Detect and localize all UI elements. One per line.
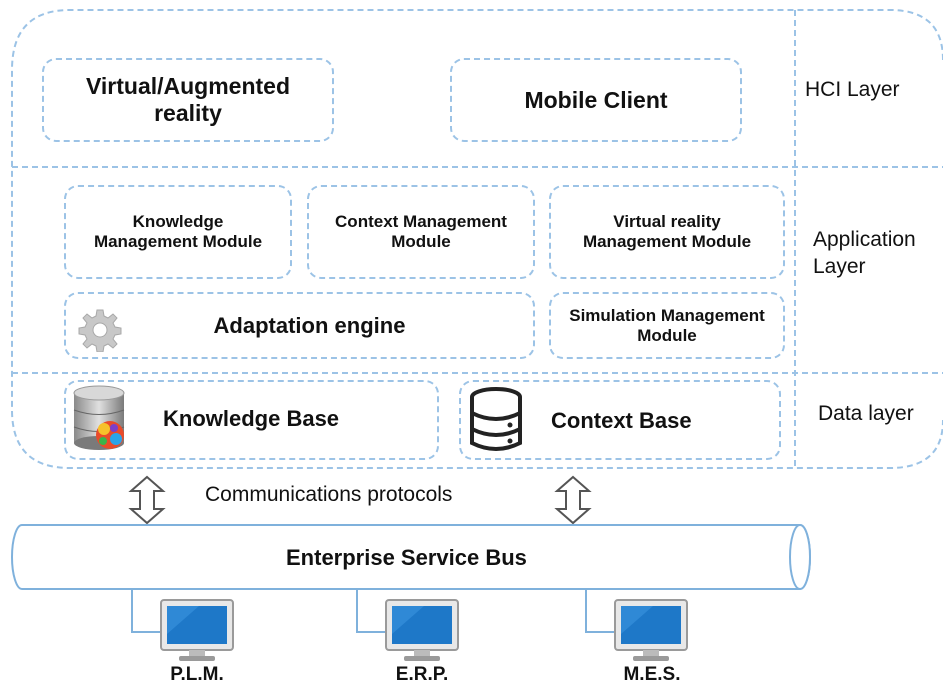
communications-protocols-label: Communications protocols [205, 483, 453, 506]
database-icon [470, 387, 522, 451]
gear-icon [78, 309, 122, 352]
adaptation-engine-box: Adaptation engine [64, 292, 535, 359]
adaptation-engine-label: Adaptation engine [213, 312, 406, 338]
bus-connectors [131, 590, 614, 633]
context-base-label: Context Base [551, 408, 692, 433]
virtual-reality-management-module: Virtual reality Management Module [549, 185, 785, 279]
computer-monitor-icon [614, 599, 688, 661]
knowledge-base-box [64, 380, 439, 460]
mes-label: M.E.S. [623, 664, 681, 685]
simulation-management-module: Simulation Management Module [549, 292, 785, 359]
data-layer-label: Data layer [818, 402, 914, 425]
context-management-module: Context Management Module [307, 185, 535, 279]
knowledge-management-module: Knowledge Management Module [64, 185, 292, 279]
knowledge-base-label: Knowledge Base [163, 406, 340, 431]
application-layer-label: Application Layer [813, 228, 916, 279]
hci-layer-label: HCI Layer [805, 78, 900, 101]
mobile-client-box: Mobile Client [450, 58, 742, 142]
context-base-box [459, 380, 781, 460]
double-arrow-icon [554, 475, 592, 525]
double-arrow-icon [128, 475, 166, 525]
virtual-augmented-reality-box: Virtual/Augmented reality [42, 58, 334, 142]
erp-label: E.R.P. [395, 664, 449, 685]
computer-monitor-icon [385, 599, 459, 661]
enterprise-service-bus-pipe [11, 524, 811, 590]
computer-monitor-icon [160, 599, 234, 661]
plm-label: P.L.M. [170, 664, 224, 685]
enterprise-service-bus-label: Enterprise Service Bus [286, 545, 527, 570]
database-brain-icon [73, 385, 125, 450]
